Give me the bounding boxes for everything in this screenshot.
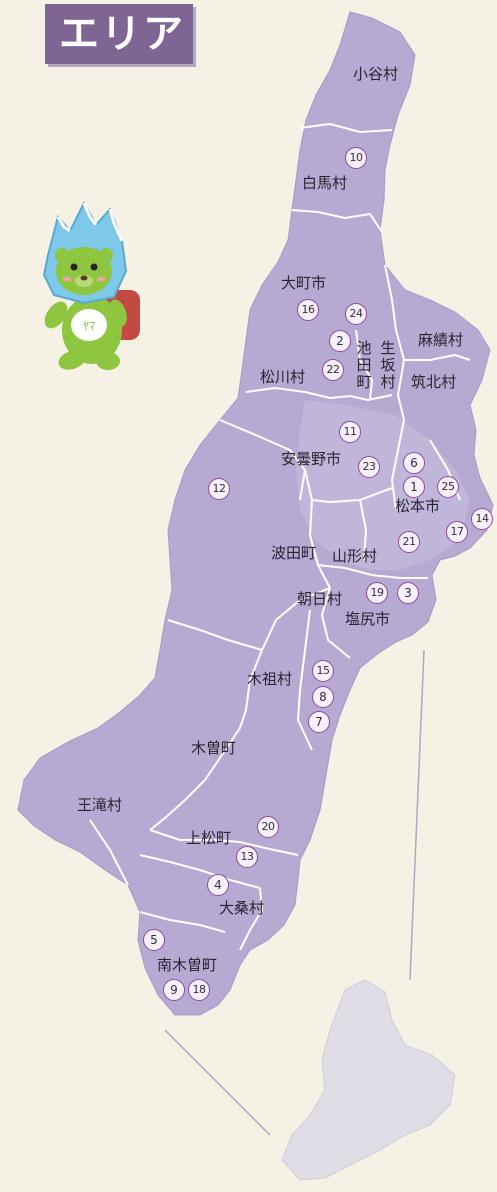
marker-10[interactable]: 10 [345, 147, 367, 169]
connector-lines [164, 649, 425, 1136]
marker-14[interactable]: 14 [471, 508, 493, 530]
marker-13[interactable]: 13 [236, 846, 258, 868]
area-label-omachi: 大町市 [281, 274, 327, 292]
area-label-okuwa: 大桑村 [219, 899, 265, 917]
area-label-hakuba: 白馬村 [302, 174, 348, 192]
basin-shade [296, 400, 470, 570]
area-label-matsukawa: 松川村 [260, 368, 306, 386]
mascot-icon: ﾔﾏ [42, 200, 140, 370]
svg-text:ﾔﾏ: ﾔﾏ [83, 319, 95, 333]
marker-9[interactable]: 9 [163, 979, 185, 1001]
area-label-nagiso: 南木曽町 [157, 956, 218, 974]
area-label-omi: 麻績村 [418, 331, 464, 349]
area-label-hata: 波田町 [271, 544, 317, 562]
marker-21[interactable]: 21 [398, 531, 420, 553]
marker-1[interactable]: 1 [403, 476, 425, 498]
marker-11[interactable]: 11 [339, 421, 361, 443]
outside-region [281, 979, 456, 1181]
area-label-kiso-town: 木曽町 [191, 739, 237, 757]
area-label-azumino: 安曇野市 [281, 450, 342, 468]
area-label-asahi: 朝日村 [297, 590, 343, 608]
area-label-otaki: 王滝村 [77, 796, 123, 814]
marker-6[interactable]: 6 [403, 452, 425, 474]
marker-17[interactable]: 17 [446, 521, 468, 543]
marker-4[interactable]: 4 [207, 874, 229, 896]
marker-2[interactable]: 2 [329, 330, 351, 352]
marker-8[interactable]: 8 [312, 686, 334, 708]
area-label-ikusaka: 生坂村 [380, 339, 396, 391]
area-label-agematsu: 上松町 [186, 829, 232, 847]
marker-3[interactable]: 3 [397, 582, 419, 604]
marker-25[interactable]: 25 [437, 476, 459, 498]
marker-22[interactable]: 22 [322, 359, 344, 381]
marker-18[interactable]: 18 [188, 979, 210, 1001]
marker-12[interactable]: 12 [208, 478, 230, 500]
area-title: エリア [59, 11, 185, 57]
area-label-matsumoto: 松本市 [395, 497, 441, 515]
area-label-otari: 小谷村 [353, 65, 399, 83]
marker-24[interactable]: 24 [345, 303, 367, 325]
marker-19[interactable]: 19 [366, 582, 388, 604]
marker-20[interactable]: 20 [257, 816, 279, 838]
area-label-yamagata: 山形村 [332, 547, 378, 565]
marker-15[interactable]: 15 [312, 660, 334, 682]
area-label-kiso-village: 木祖村 [247, 670, 293, 688]
area-title-tag: エリア [45, 4, 193, 64]
area-label-chikuhoku: 筑北村 [411, 373, 457, 391]
marker-16[interactable]: 16 [297, 299, 319, 321]
marker-23[interactable]: 23 [358, 456, 380, 478]
marker-5[interactable]: 5 [143, 929, 165, 951]
area-label-shiojiri: 塩尻市 [345, 610, 391, 628]
marker-7[interactable]: 7 [308, 711, 330, 733]
area-label-ikeda: 池田町 [356, 339, 372, 391]
